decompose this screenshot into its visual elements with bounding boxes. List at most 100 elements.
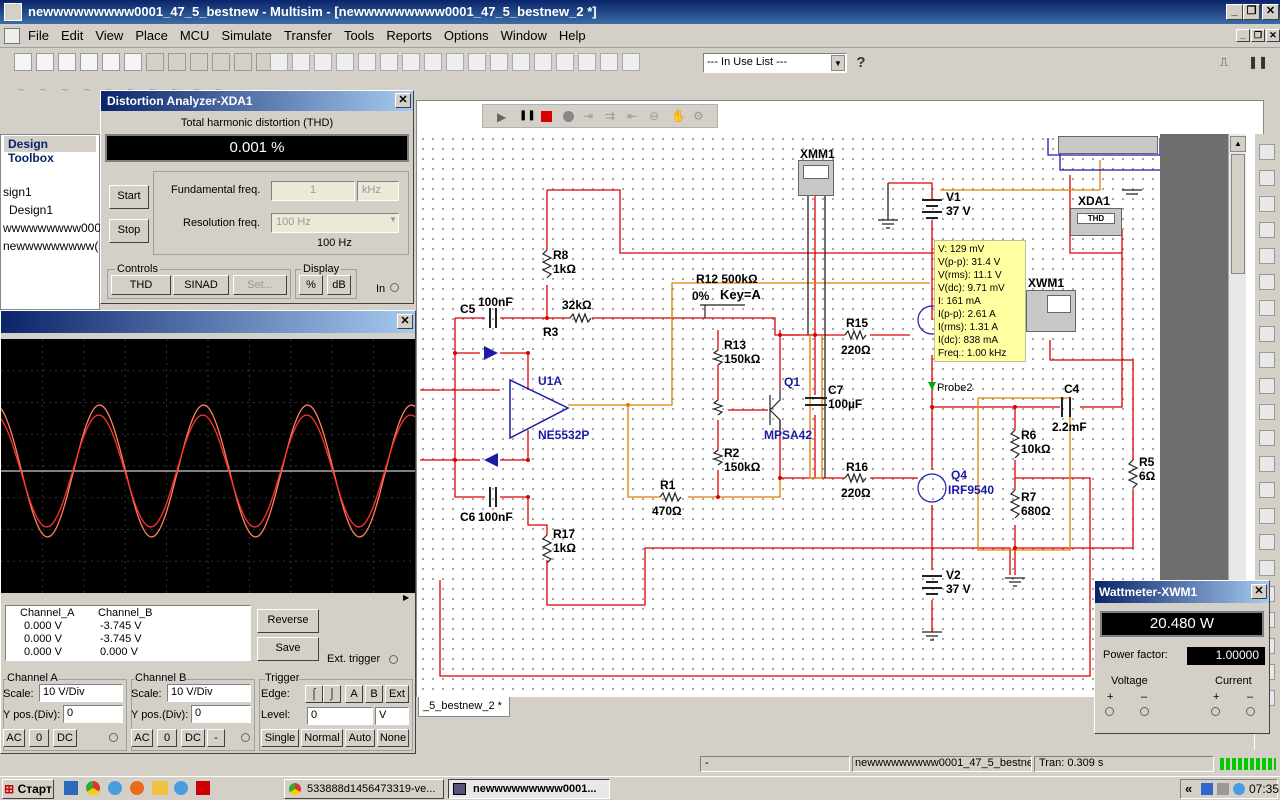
osc-none-button[interactable]: None xyxy=(377,729,409,747)
instrument-tool-15-icon[interactable] xyxy=(1259,508,1275,524)
ie-icon[interactable] xyxy=(64,781,78,795)
instrument-tool-8-icon[interactable] xyxy=(1259,326,1275,342)
maximize-button[interactable]: ❐ xyxy=(1243,4,1260,20)
breakpoint-icon[interactable]: ⊖ xyxy=(649,109,660,123)
osc-trigger-b-button[interactable]: B xyxy=(365,685,383,703)
design-tree-item[interactable]: wwwwwwwww0001 xyxy=(3,221,108,235)
menu-file[interactable]: File xyxy=(28,28,49,43)
zoom-out-icon[interactable] xyxy=(314,53,332,71)
scroll-thumb[interactable] xyxy=(1231,154,1245,274)
instrument-tool-5-icon[interactable] xyxy=(1259,248,1275,264)
close-button[interactable]: ✕ xyxy=(1262,4,1279,20)
in-use-list-dropdown[interactable]: --- In Use List --- ▼ xyxy=(703,53,847,73)
osc-level-unit[interactable]: V xyxy=(375,707,409,725)
browser-icon[interactable] xyxy=(108,781,122,795)
menu-mcu[interactable]: MCU xyxy=(179,28,210,43)
zoom-in-icon[interactable] xyxy=(292,53,310,71)
grapher-icon[interactable] xyxy=(380,53,398,71)
print-preview-icon[interactable] xyxy=(146,53,164,71)
instrument-tool-6-icon[interactable] xyxy=(1259,274,1275,290)
osc-cha-ac-button[interactable]: AC xyxy=(3,729,25,747)
instrument-tool-14-icon[interactable] xyxy=(1259,482,1275,498)
da-percent-button[interactable]: % xyxy=(299,275,323,295)
osc-normal-button[interactable]: Normal xyxy=(301,729,343,747)
da-db-button[interactable]: dB xyxy=(327,275,351,295)
full-screen-icon[interactable] xyxy=(270,53,288,71)
instrument-tool-11-icon[interactable] xyxy=(1259,404,1275,420)
menu-edit[interactable]: Edit xyxy=(60,28,84,43)
instrument-tool-1-icon[interactable] xyxy=(1259,144,1275,160)
pause-icon[interactable]: ❚❚ xyxy=(1247,55,1269,69)
osc-chb-invert-button[interactable]: - xyxy=(207,729,225,747)
volume-icon[interactable] xyxy=(1217,783,1229,795)
da-thd-button[interactable]: THD xyxy=(111,275,171,295)
database-icon[interactable] xyxy=(446,53,464,71)
osc-chb-ypos-input[interactable]: 0 xyxy=(191,705,251,723)
instrument-tool-10-icon[interactable] xyxy=(1259,378,1275,394)
osc-cha-zero-button[interactable]: 0 xyxy=(29,729,49,747)
osc-chb-zero-button[interactable]: 0 xyxy=(157,729,177,747)
tab-design[interactable]: _5_bestnew_2 * xyxy=(418,697,510,717)
folder-icon[interactable] xyxy=(152,781,168,795)
da-set-button[interactable]: Set... xyxy=(233,275,287,295)
instrument-icon[interactable]: ⎍ xyxy=(1219,55,1229,69)
open-icon[interactable] xyxy=(36,53,54,71)
chrome-icon[interactable] xyxy=(86,781,100,795)
taskbar-item-multisim[interactable]: newwwwwwwww0001... xyxy=(448,779,610,799)
record-icon[interactable] xyxy=(563,111,574,122)
instrument-tool-17-icon[interactable] xyxy=(1259,560,1275,576)
instrument-tool-9-icon[interactable] xyxy=(1259,352,1275,368)
da-sinad-button[interactable]: SINAD xyxy=(173,275,229,295)
start-button[interactable]: ⊞ Старт xyxy=(2,779,54,799)
new-icon[interactable] xyxy=(14,53,32,71)
open-folder-icon[interactable] xyxy=(58,53,76,71)
step-icon[interactable]: ⇥ xyxy=(583,109,594,123)
probe-tool-icon[interactable]: ⚙ xyxy=(693,109,704,123)
osc-chb-dc-button[interactable]: DC xyxy=(181,729,205,747)
wm-close-button[interactable]: ✕ xyxy=(1251,584,1267,599)
instrument-tool-13-icon[interactable] xyxy=(1259,456,1275,472)
osc-cha-scale-input[interactable]: 10 V/Div xyxy=(39,684,123,702)
wm-i-plus-terminal-icon[interactable] xyxy=(1211,707,1220,716)
firefox-icon[interactable] xyxy=(130,781,144,795)
zoom-fit-icon[interactable] xyxy=(358,53,376,71)
wattmeter-xwm1-icon[interactable] xyxy=(1026,290,1076,332)
doc-minimize-button[interactable]: _ xyxy=(1236,29,1250,42)
save-icon[interactable] xyxy=(80,53,98,71)
osc-reverse-button[interactable]: Reverse xyxy=(257,609,319,633)
menu-place[interactable]: Place xyxy=(135,28,168,43)
print-icon[interactable] xyxy=(124,53,142,71)
da-stop-button[interactable]: Stop xyxy=(109,219,149,243)
zoom-area-icon[interactable] xyxy=(336,53,354,71)
back-annotate-icon[interactable] xyxy=(600,53,618,71)
osc-chb-scale-input[interactable]: 10 V/Div xyxy=(167,684,251,702)
falling-edge-icon[interactable]: ⌡ xyxy=(323,685,341,703)
osc-close-button[interactable]: ✕ xyxy=(397,314,413,329)
osc-ext-trigger-terminal-icon[interactable] xyxy=(389,655,398,664)
network-icon[interactable] xyxy=(1201,783,1213,795)
paste-icon[interactable] xyxy=(212,53,230,71)
erc-icon[interactable] xyxy=(534,53,552,71)
instrument-tool-4-icon[interactable] xyxy=(1259,222,1275,238)
stop-icon[interactable] xyxy=(541,111,552,122)
step-out-icon[interactable]: ⇤ xyxy=(627,109,638,123)
design-tree-item[interactable]: sign1 xyxy=(3,185,32,199)
menu-transfer[interactable]: Transfer xyxy=(284,28,332,43)
wm-v-minus-terminal-icon[interactable] xyxy=(1140,707,1149,716)
design-tree-item[interactable]: Design1 xyxy=(9,203,54,217)
da-start-button[interactable]: Start xyxy=(109,185,149,209)
minimize-button[interactable]: _ xyxy=(1226,4,1243,20)
menu-window[interactable]: Window xyxy=(500,28,547,43)
osc-trigger-a-button[interactable]: A xyxy=(345,685,363,703)
da-fund-unit[interactable]: kHz xyxy=(357,181,399,201)
rising-edge-icon[interactable]: ⌠ xyxy=(305,685,323,703)
da-res-select[interactable]: 100 Hz ▼ xyxy=(271,213,399,233)
instrument-tool-2-icon[interactable] xyxy=(1259,170,1275,186)
osc-chb-ac-button[interactable]: AC xyxy=(131,729,153,747)
instrument-tool-16-icon[interactable] xyxy=(1259,534,1275,550)
osc-trigger-ext-button[interactable]: Ext xyxy=(385,685,409,703)
pdf-icon[interactable] xyxy=(196,781,210,795)
osc-scrollbar[interactable]: ▶ xyxy=(1,593,415,605)
scroll-right-icon[interactable]: ▶ xyxy=(403,593,410,602)
postprocessor-icon[interactable] xyxy=(490,53,508,71)
